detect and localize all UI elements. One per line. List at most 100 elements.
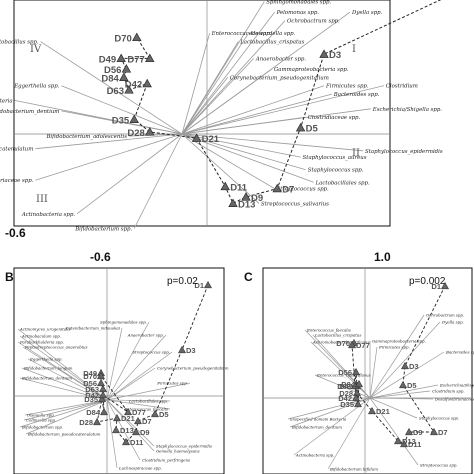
sample-label: D11 <box>130 438 143 447</box>
sample-point <box>319 49 329 58</box>
species-label: Bifidobacterium_longum <box>23 366 73 371</box>
species-label: Desulfovibrionaceae spp. <box>434 397 474 402</box>
species-label: Paraburkholderia spp. <box>19 340 64 345</box>
species-arrow <box>181 93 332 135</box>
species-arrow <box>293 397 371 456</box>
species-label: Actinobacteria spp. <box>21 212 75 218</box>
species-label: Firmicutes spp. <box>156 381 188 386</box>
species-arrow <box>23 399 108 421</box>
panel-b-trajectory <box>96 284 209 443</box>
species-label: Anaerobacter spp. <box>255 56 307 62</box>
sample-label: D13 <box>402 437 416 446</box>
species-arrow <box>40 41 183 135</box>
species-arrow <box>369 384 439 399</box>
sample-label: D1 <box>431 282 441 291</box>
sample-point <box>131 427 141 436</box>
panel-c-p-value: p=0.002 <box>409 276 446 287</box>
sample-point <box>124 85 134 94</box>
sample-point <box>145 53 155 63</box>
species-arrow <box>25 399 108 435</box>
sample-point <box>99 407 109 416</box>
species-label: Clostridium spp. <box>432 389 465 394</box>
sample-label: D84 <box>341 380 356 389</box>
sample-label: D42 <box>338 394 352 403</box>
sample-label: D77 <box>356 341 370 350</box>
species-arrow <box>106 327 123 401</box>
sample-point <box>404 427 414 436</box>
sample-point <box>351 393 361 402</box>
sample-label: D84 <box>101 73 119 84</box>
species-label: Lactobacillales spp. <box>128 399 168 404</box>
species-label: Dyella spp. <box>351 10 383 16</box>
sample-label: D7 <box>282 185 294 196</box>
species-arrow <box>181 133 306 171</box>
species-label: Ochrobactrum spp. <box>426 313 464 318</box>
species-arrow <box>181 20 286 135</box>
species-label: Corynebacterium_pseudogenitalium <box>230 75 329 81</box>
sample-label: D70 <box>114 33 131 44</box>
species-label: Clostridium_perfringens <box>142 458 190 463</box>
species-label: Olsenella spp. <box>27 413 55 418</box>
sample-label: D5 <box>407 381 417 390</box>
species-label: Bifidobacterium bifidum <box>329 467 378 472</box>
panel-c-sample-points: D1D3D5D7D9D11D13D21D28D35D42D49D56D63D70… <box>336 281 450 449</box>
species-label: Clostridiaceae spp. <box>308 115 361 121</box>
species-label: Howardella spp. <box>250 31 296 37</box>
panel-a-frame <box>13 0 391 227</box>
species-label: Lactobacillus_crispatus <box>314 333 361 338</box>
species-arrow <box>106 399 171 402</box>
species-arrow <box>61 85 183 135</box>
species-arrow <box>369 321 441 399</box>
species-label: Actinobacteria spp. <box>295 453 334 458</box>
sample-label: D1 <box>194 281 204 290</box>
species-arrow <box>106 334 167 401</box>
species-label: Bifidobacterium_pseudocatenulatum <box>0 147 33 153</box>
species-label: Bifidobacterium_adolescentis <box>45 134 127 140</box>
panel-b-letter: B <box>5 270 14 284</box>
sample-label: D49 <box>99 54 116 65</box>
species-arrow <box>181 41 239 135</box>
species-label: Staphylococcus spp. <box>308 168 364 174</box>
sample-point <box>150 409 160 418</box>
sample-label: D13 <box>238 199 255 210</box>
sample-point <box>203 280 213 289</box>
sample-point <box>121 64 132 73</box>
species-arrow <box>106 399 118 469</box>
species-label: Bifidobacterium_pseudocatenulatum <box>27 432 101 437</box>
sample-label: D56 <box>83 379 97 388</box>
species-label: Bifidobacterium spp. <box>74 227 132 233</box>
sample-label: D77 <box>127 54 144 65</box>
sample-label: D49 <box>339 382 353 391</box>
species-label: Anaerobacter spp. <box>127 333 164 338</box>
sample-point <box>133 416 143 425</box>
species-arrow <box>106 399 155 447</box>
sample-label: D56 <box>338 368 352 377</box>
species-arrow <box>181 77 229 135</box>
species-arrow <box>19 399 108 428</box>
species-arrow <box>181 33 210 135</box>
species-arrow <box>181 85 384 135</box>
species-arrow <box>369 346 378 399</box>
species-arrow <box>181 133 364 152</box>
sample-label: D56 <box>104 65 121 76</box>
sample-point <box>123 407 133 416</box>
species-label: Staphylococcus spp. <box>419 416 459 421</box>
sample-point <box>399 439 409 448</box>
species-label: Lactobacillus spp. <box>0 40 39 46</box>
sample-point <box>177 345 187 354</box>
quadrant-label: II <box>352 148 360 159</box>
sample-point <box>92 417 102 426</box>
species-arrow <box>106 382 191 401</box>
sample-label: D7 <box>142 417 152 426</box>
species-label: Collinsella spp. <box>26 418 56 423</box>
sample-label: D13 <box>120 426 134 435</box>
species-label: Bifidobacterium_dentium <box>21 376 72 381</box>
sample-label: D35 <box>84 395 98 404</box>
sample-label: D5 <box>306 124 319 135</box>
species-label: Streptococcus spp. <box>277 187 329 193</box>
trajectory-line <box>96 284 209 443</box>
sample-point <box>191 133 202 142</box>
panel-b-species-arrows: Sphingomonadales spp.Catenibacterium_mit… <box>17 320 229 471</box>
sample-label: D35 <box>112 115 130 126</box>
